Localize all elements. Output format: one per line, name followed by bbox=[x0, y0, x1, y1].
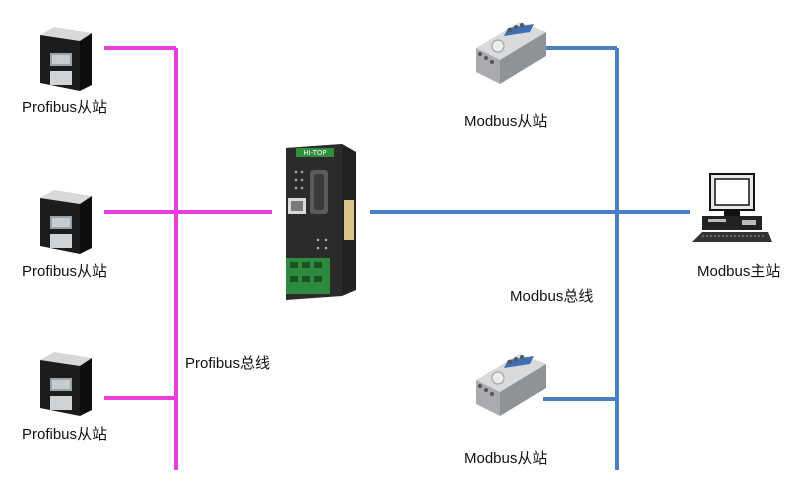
modbus-slave-device bbox=[476, 354, 546, 416]
profibus-bus-label: Profibus总线 bbox=[185, 355, 271, 372]
modbus-slave-label: Modbus从站 bbox=[464, 113, 548, 130]
gateway-device: HI-TOP bbox=[286, 144, 356, 300]
profibus-slave-device bbox=[40, 352, 92, 416]
modbus-slave-label: Modbus从站 bbox=[464, 450, 548, 467]
profibus-slave-label: Profibus从站 bbox=[22, 99, 108, 116]
profibus-slave-label: Profibus从站 bbox=[22, 426, 108, 443]
profibus-slave-label: Profibus从站 bbox=[22, 263, 108, 280]
profibus-slave-device bbox=[40, 190, 92, 254]
gateway-brand: HI-TOP bbox=[303, 149, 326, 157]
profibus-slave-device bbox=[40, 27, 92, 91]
modbus-bus-label: Modbus总线 bbox=[510, 288, 594, 305]
profibus-bus bbox=[104, 46, 272, 470]
modbus-master-label: Modbus主站 bbox=[697, 263, 781, 280]
modbus-slave-device bbox=[476, 22, 546, 84]
modbus-master-computer bbox=[692, 173, 772, 242]
modbus-bus bbox=[370, 46, 690, 470]
